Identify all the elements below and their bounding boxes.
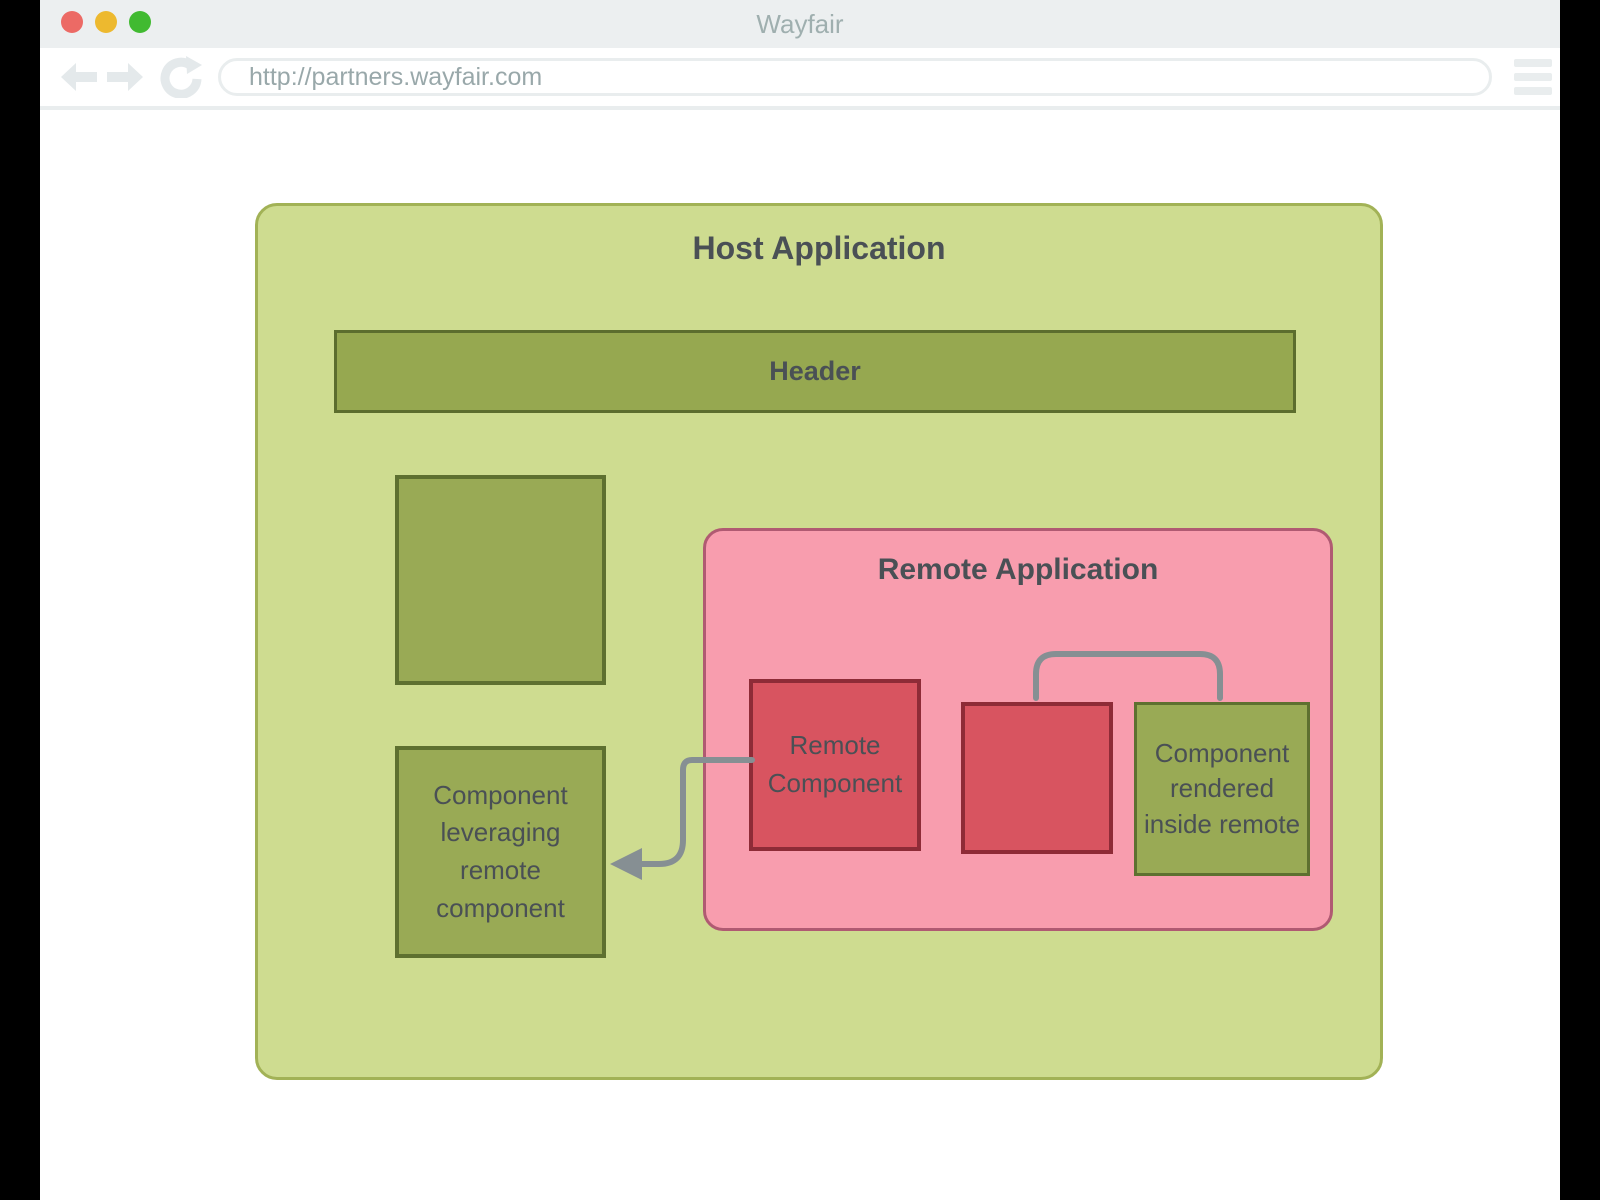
- header-box: Header: [334, 330, 1296, 413]
- remote-application-title: Remote Application: [877, 553, 1159, 586]
- leveraging-component-label: Component leveraging remote component: [433, 779, 568, 923]
- back-icon[interactable]: [60, 62, 98, 92]
- host-component-box: [395, 475, 606, 685]
- browser-toolbar: http://partners.wayfair.com: [40, 48, 1560, 110]
- refresh-icon[interactable]: [160, 56, 204, 98]
- host-application-box: Host Application Header Component levera…: [255, 203, 1383, 1080]
- forward-icon[interactable]: [106, 62, 144, 92]
- rendered-component-box: Component rendered inside remote: [1134, 702, 1310, 876]
- nav-icons: [60, 56, 204, 98]
- address-text: http://partners.wayfair.com: [249, 62, 543, 91]
- title-bar: Wayfair: [40, 0, 1560, 48]
- remote-inner-box: [961, 702, 1113, 854]
- address-bar[interactable]: http://partners.wayfair.com: [218, 58, 1492, 96]
- header-label: Header: [769, 356, 861, 386]
- page-content: Host Application Header Component levera…: [40, 110, 1560, 1200]
- traffic-lights: [61, 11, 151, 33]
- remote-component-box: Remote Component: [749, 679, 921, 851]
- minimize-icon[interactable]: [95, 11, 117, 33]
- remote-application-box: Remote Application Remote Component Comp…: [703, 528, 1333, 931]
- close-icon[interactable]: [61, 11, 83, 33]
- leveraging-component-box: Component leveraging remote component: [395, 746, 606, 958]
- window-title: Wayfair: [756, 9, 844, 39]
- menu-icon[interactable]: [1514, 59, 1552, 95]
- zoom-icon[interactable]: [129, 11, 151, 33]
- rendered-component-label: Component rendered inside remote: [1143, 738, 1301, 839]
- remote-component-label: Remote Component: [767, 730, 903, 798]
- host-application-title: Host Application: [692, 230, 946, 266]
- browser-window: Wayfair http://partners.wayfair.com: [40, 0, 1560, 1200]
